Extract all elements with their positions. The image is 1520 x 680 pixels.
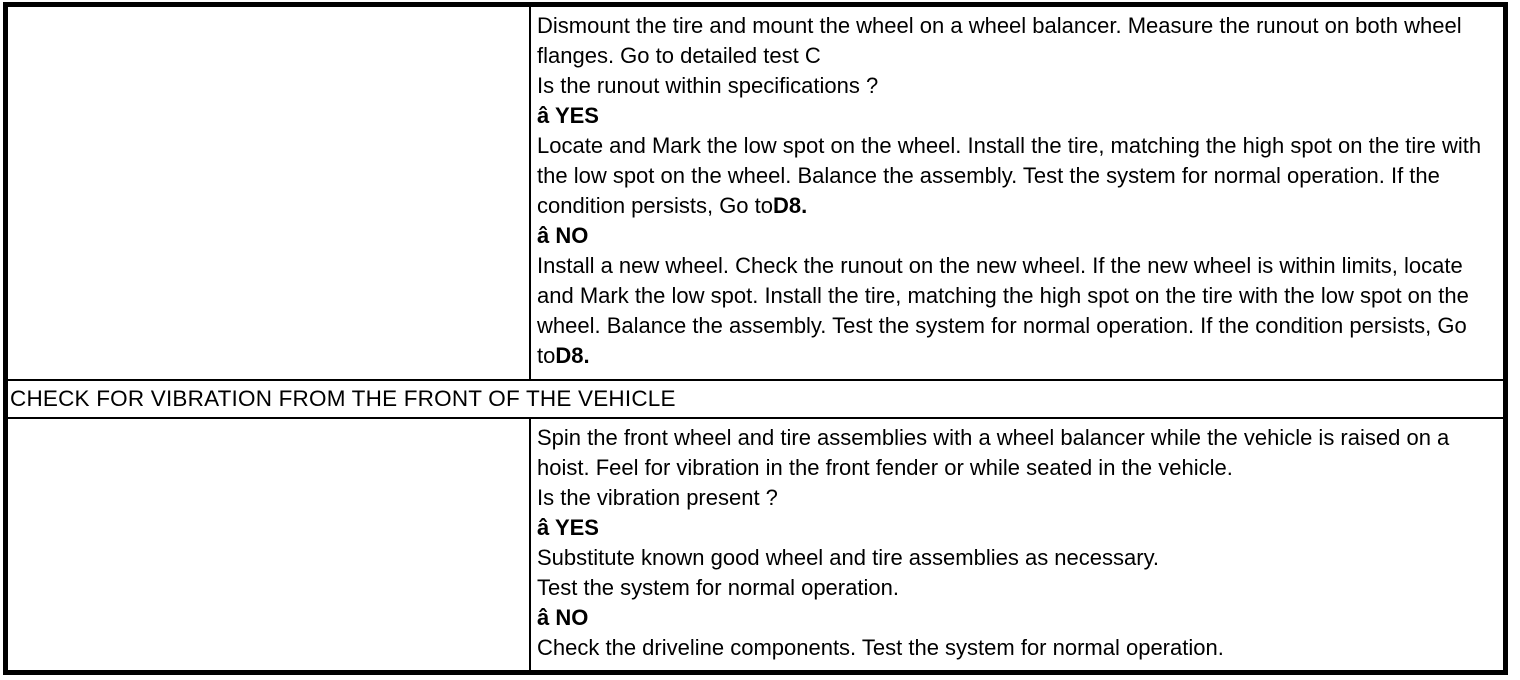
bold-text-segment: D8.: [555, 343, 590, 368]
paragraph: Install a new wheel. Check the runout on…: [537, 251, 1493, 371]
bold-text-segment: D8.: [773, 193, 808, 218]
diagnostic-procedure-table: Dismount the tire and mount the wheel on…: [3, 2, 1508, 675]
paragraph: Locate and Mark the low spot on the whee…: [537, 131, 1493, 221]
section-header-label: CHECK FOR VIBRATION FROM THE FRONT OF TH…: [10, 386, 676, 411]
paragraph: Is the vibration present ?: [537, 483, 1493, 513]
section-header-row: CHECK FOR VIBRATION FROM THE FRONT OF TH…: [8, 379, 1503, 419]
table-cell-right: Dismount the tire and mount the wheel on…: [531, 7, 1503, 379]
bold-text-segment: â NO: [537, 605, 589, 630]
text-segment: Is the vibration present ?: [537, 485, 778, 510]
paragraph: Is the runout within specifications ?: [537, 71, 1493, 101]
paragraph: â YES: [537, 101, 1493, 131]
bold-text-segment: â NO: [537, 223, 589, 248]
paragraph: Substitute known good wheel and tire ass…: [537, 543, 1493, 573]
text-segment: Substitute known good wheel and tire ass…: [537, 545, 1160, 570]
text-segment: Install a new wheel. Check the runout on…: [537, 253, 1469, 368]
paragraph: â YES: [537, 513, 1493, 543]
text-segment: Dismount the tire and mount the wheel on…: [537, 13, 1462, 68]
table-row: Dismount the tire and mount the wheel on…: [8, 7, 1503, 379]
paragraph: Spin the front wheel and tire assemblies…: [537, 423, 1493, 483]
paragraph: â NO: [537, 221, 1493, 251]
paragraph: Check the driveline components. Test the…: [537, 633, 1493, 663]
bold-text-segment: â YES: [537, 103, 599, 128]
text-segment: Check the driveline components. Test the…: [537, 635, 1224, 660]
bold-text-segment: â YES: [537, 515, 599, 540]
paragraph: Test the system for normal operation.: [537, 573, 1493, 603]
table-row: Spin the front wheel and tire assemblies…: [8, 419, 1503, 670]
text-segment: Test the system for normal operation.: [537, 575, 899, 600]
table-cell-left: [8, 7, 531, 379]
table-cell-right: Spin the front wheel and tire assemblies…: [531, 419, 1503, 670]
text-segment: Spin the front wheel and tire assemblies…: [537, 425, 1450, 480]
paragraph: Dismount the tire and mount the wheel on…: [537, 11, 1493, 71]
paragraph: â NO: [537, 603, 1493, 633]
text-segment: Locate and Mark the low spot on the whee…: [537, 133, 1482, 218]
text-segment: Is the runout within specifications ?: [537, 73, 879, 98]
table-cell-left: [8, 419, 531, 670]
